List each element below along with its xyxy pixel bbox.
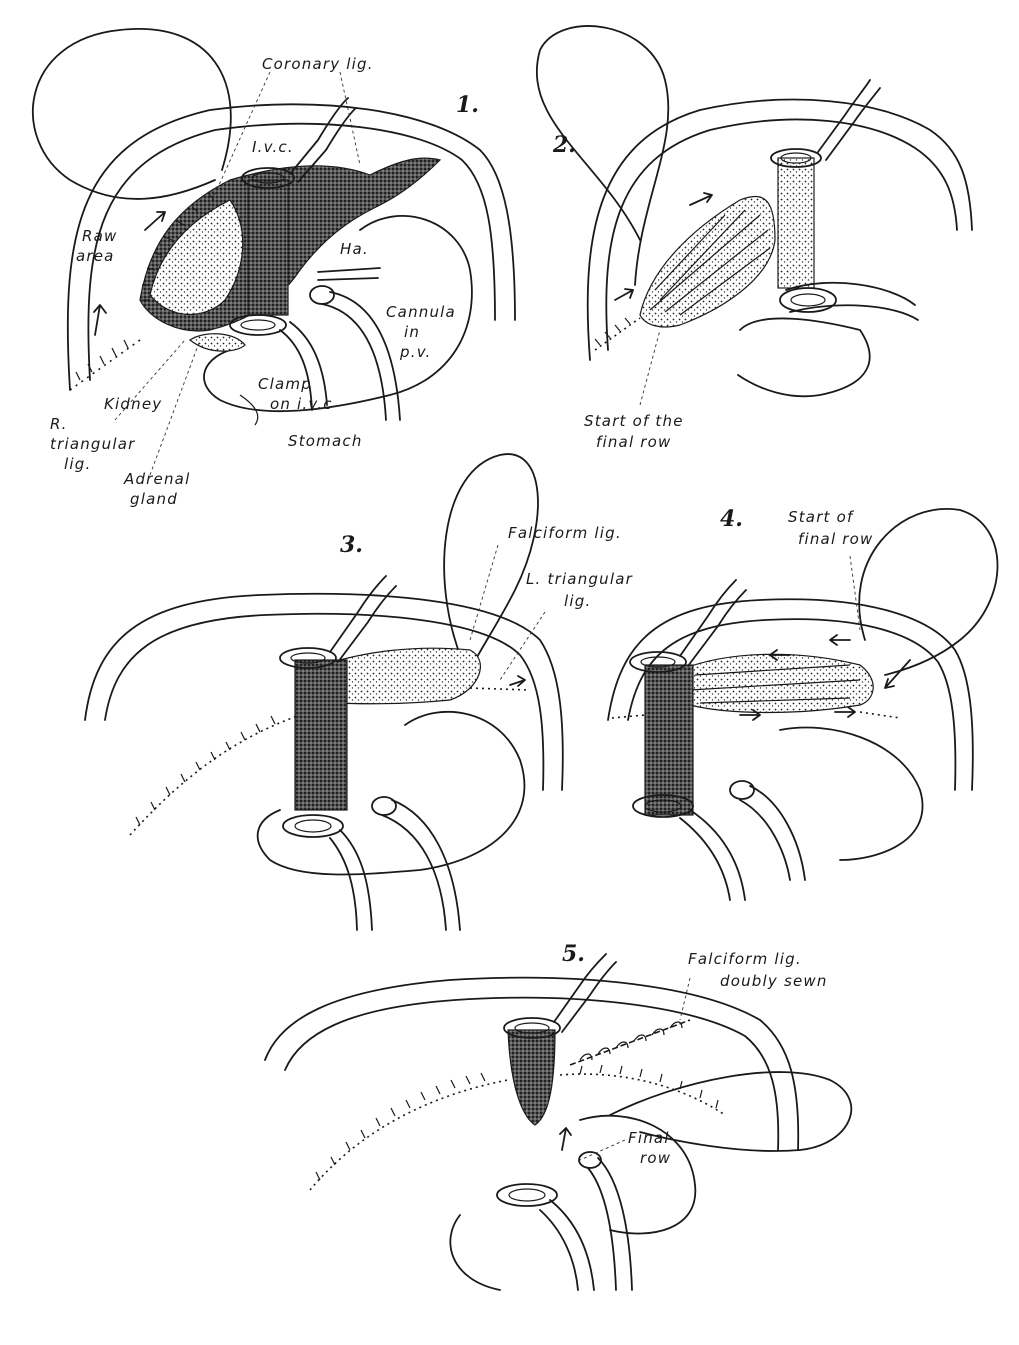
label-kidney: Kidney	[104, 395, 162, 413]
label-ivc: I.v.c.	[252, 138, 294, 156]
label-in: in	[404, 323, 420, 341]
panel-1-number: 1.	[456, 92, 479, 118]
label-r: R.	[50, 415, 68, 433]
label-stomach: Stomach	[288, 432, 363, 450]
label-final-row-2: final row	[596, 433, 672, 451]
label-lig: lig.	[64, 455, 91, 473]
label-clamp: Clamp	[258, 375, 312, 393]
panel-2-number: 2.	[552, 132, 576, 158]
label-row: row	[640, 1149, 671, 1167]
label-falciform-lig-3: Falciform lig.	[508, 524, 622, 542]
label-raw: Raw	[82, 227, 117, 245]
panel-3	[85, 454, 563, 930]
label-doubly-sewn: doubly sewn	[720, 972, 828, 990]
label-ha: Ha.	[340, 240, 369, 258]
panel-5	[265, 954, 851, 1290]
label-gland: gland	[130, 490, 178, 508]
panel-2	[537, 26, 972, 405]
label-start-of: Start of	[788, 508, 855, 526]
label-start-of-the: Start of the	[584, 412, 684, 430]
panel-4	[608, 509, 998, 900]
label-falciform-lig-5: Falciform lig.	[688, 950, 802, 968]
label-lig-3: lig.	[564, 592, 591, 610]
label-on-ivc: on i.v.c	[270, 395, 333, 413]
label-triangular: triangular	[50, 435, 135, 453]
label-adrenal: Adrenal	[123, 470, 190, 488]
label-cannula: Cannula	[386, 303, 456, 321]
label-final-row-4: final row	[798, 530, 874, 548]
label-area: area	[76, 247, 115, 265]
label-final: Final	[628, 1129, 670, 1147]
label-pv: p.v.	[399, 343, 432, 361]
label-l-triangular: L. triangular	[526, 570, 633, 588]
label-coronary-lig: Coronary lig.	[262, 55, 374, 73]
panel-3-number: 3.	[340, 532, 363, 558]
panel-4-number: 4.	[720, 506, 743, 532]
panel-5-number: 5.	[562, 941, 585, 967]
